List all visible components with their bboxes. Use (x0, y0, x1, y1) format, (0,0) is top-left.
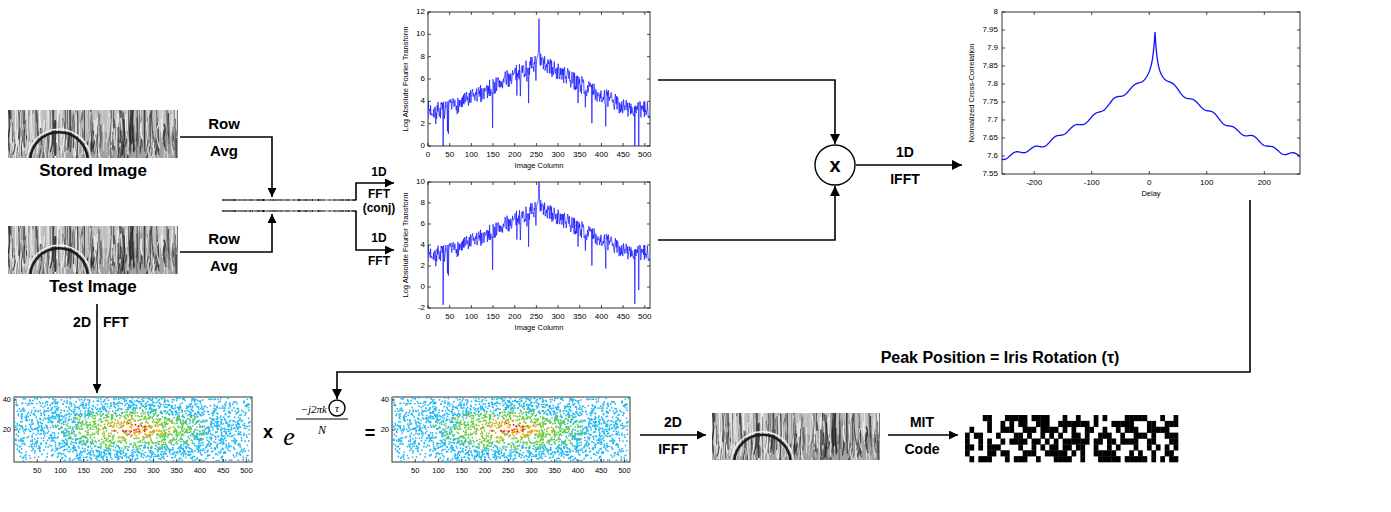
diagram-stage: Stored ImageTest ImageLog Absolute Fouri… (0, 0, 1391, 512)
